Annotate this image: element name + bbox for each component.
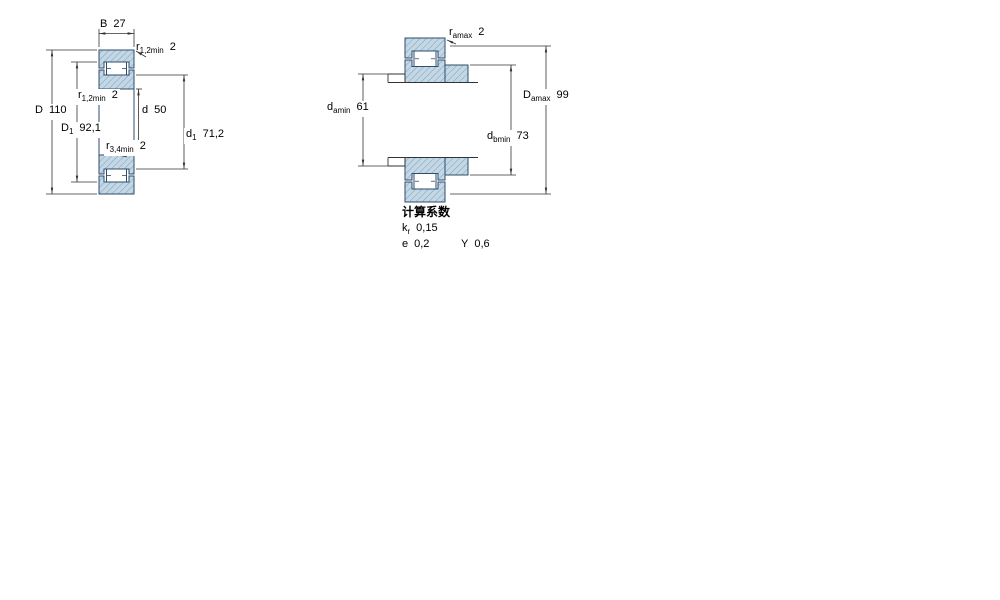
dim-label-dbmin-73: dbmin 73 [485,130,531,147]
leader-ramax [446,39,457,45]
dim-symbol: D [35,104,43,116]
dim-symbol: r [449,26,453,38]
right-outer-ring-top-section [404,37,446,59]
leader-r12min-top [135,50,147,58]
dim-value: 2 [478,26,485,38]
dim-value: 92,1 [79,122,101,134]
dim-subscript: 1,2min [139,46,164,56]
dim-value: 110 [48,104,67,116]
dim-symbol: B [100,18,108,30]
factor-symbol: k [402,222,408,234]
right-outer-ring-bottom-section [404,181,446,203]
shaft-outline [387,73,478,167]
dim-value: 2 [139,140,146,152]
dim-symbol: D [61,122,69,134]
abutment-ring-top-section [444,64,469,83]
dim-subscript: amax [452,31,473,41]
dim-symbol: D [523,89,531,101]
left-view [98,49,135,195]
dim-symbol: d [142,104,149,116]
dim-label-r34min-2: r3,4min 2 [104,140,148,157]
dim-subscript: 3,4min [109,145,134,155]
dim-value: 27 [113,18,126,30]
factors-heading: 计算系数 [402,205,451,219]
factor-kr: kr 0,15 [402,222,438,238]
dim-symbol: d [186,128,193,140]
right-view [404,37,469,203]
right-cage-marks [415,58,435,182]
dim-label-d-50: d 50 [140,104,169,121]
dim-subscript: 1,2min [81,94,106,104]
dim-symbol: r [78,89,82,101]
dim-subscript: 1 [68,127,74,137]
dim-subscript: amax [530,94,551,104]
dim-subscript: amin [333,106,351,116]
factor-e: e 0,2 [402,238,429,254]
factor-symbol: e [402,238,409,250]
dim-label-d1-71-2: d1 71,2 [184,128,226,145]
dim-label-ramax-2: ramax 2 [449,26,484,42]
dim-value: 99 [556,89,569,101]
dim-value: 50 [154,104,167,116]
left-cage-marks [107,68,126,176]
dim-value: 2 [169,41,176,53]
right-roller-bottom [413,173,437,190]
factor-value: 0,2 [414,238,430,250]
factor-subscript: r [407,227,411,237]
dim-value: 2 [111,89,118,101]
dim-label-d1-92-1: D1 92,1 [59,122,103,139]
factor-y: Y 0,6 [461,238,490,254]
left-dimensions [46,29,188,195]
dim-label-r12min-2-top: r1,2min 2 [136,41,176,57]
left-outer-ring-top-section [98,49,135,69]
dim-subscript: bmin [493,135,511,145]
factor-value: 0,15 [416,222,438,234]
dim-label-r12min-2-side: r1,2min 2 [76,89,120,106]
dim-symbol: d [487,130,494,142]
dim-symbol: r [106,140,110,152]
left-outer-ring-bottom-section [98,175,135,195]
right-roller-top [413,50,437,67]
dim-symbol: d [327,101,334,113]
dim-subscript: 1 [192,133,197,143]
dim-label-damin-61: damin 61 [325,101,371,118]
dim-label-d-110: D 110 [33,104,69,121]
dim-value: 73 [516,130,529,142]
factor-value: 0,6 [474,238,490,250]
left-roller-top [106,61,127,76]
dim-value: 71,2 [202,128,224,140]
left-roller-bottom [106,168,127,183]
dim-label-damax-99: Damax 99 [521,89,571,106]
right-dimensions [358,39,551,195]
dim-symbol: r [136,41,140,53]
abutment-ring-bottom-section [444,157,469,176]
dim-value: 61 [356,101,369,113]
dim-label-b-27: B 27 [100,18,126,34]
factor-symbol: Y [461,238,469,250]
